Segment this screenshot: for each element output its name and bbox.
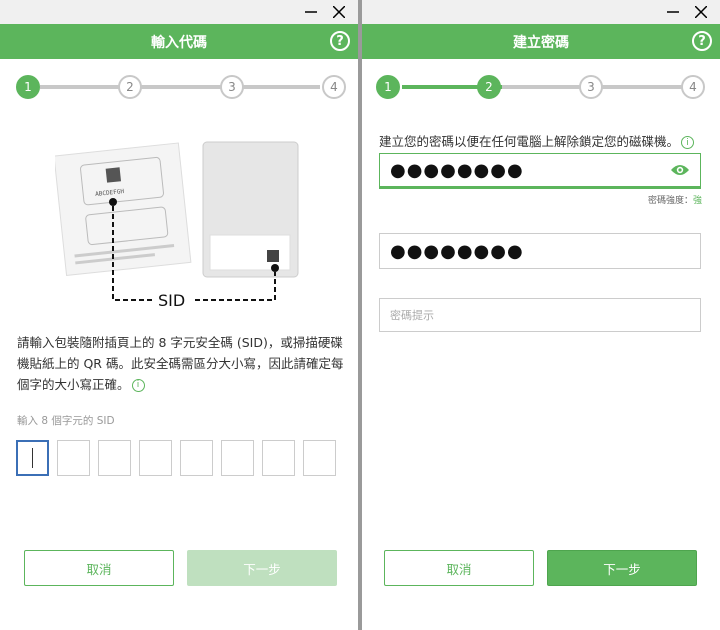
step-line xyxy=(40,85,320,89)
sid-illustration: ABCDEFGH SID xyxy=(55,141,299,310)
step-1: 1 xyxy=(16,75,40,99)
help-icon[interactable]: ? xyxy=(692,31,712,51)
step-4: 4 xyxy=(322,75,346,99)
minimize-icon xyxy=(305,11,317,13)
confirm-password-input[interactable]: ●●●●●●●● xyxy=(379,233,701,269)
title-bar xyxy=(0,0,358,24)
close-button[interactable] xyxy=(686,0,716,24)
next-button[interactable]: 下一步 xyxy=(187,550,337,586)
sid-char-input-4[interactable] xyxy=(139,440,172,476)
instructions: 請輸入包裝隨附插頁上的 8 字元安全碼 (SID)，或掃描硬碟機貼紙上的 QR … xyxy=(17,335,344,392)
step-3: 3 xyxy=(220,75,244,99)
header: 建立密碼 ? xyxy=(362,24,720,59)
svg-text:SID: SID xyxy=(158,291,185,310)
close-icon xyxy=(695,6,707,18)
close-icon xyxy=(333,6,345,18)
sid-input-group xyxy=(16,440,336,476)
sid-char-input-5[interactable] xyxy=(180,440,213,476)
sid-char-input-8[interactable] xyxy=(303,440,336,476)
sid-char-input-6[interactable] xyxy=(221,440,254,476)
step-3: 3 xyxy=(579,75,603,99)
step-4: 4 xyxy=(681,75,705,99)
header: 輸入代碼 ? xyxy=(0,24,358,59)
step-1: 1 xyxy=(376,75,400,99)
page-title: 建立密碼 xyxy=(513,34,569,51)
page-title: 輸入代碼 xyxy=(151,34,207,51)
cancel-button[interactable]: 取消 xyxy=(24,550,174,586)
create-password-window: 建立密碼 ? 1 2 3 4 建立您的密碼以便在任何電腦上解除鎖定您的磁碟機。i… xyxy=(362,0,720,630)
sid-char-input-1[interactable] xyxy=(16,440,49,476)
sid-char-input-2[interactable] xyxy=(57,440,90,476)
password-input[interactable]: ●●●●●●●● xyxy=(379,153,701,189)
minimize-button[interactable] xyxy=(658,0,688,24)
info-icon[interactable]: i xyxy=(131,379,145,392)
next-button[interactable]: 下一步 xyxy=(547,550,697,586)
cancel-button[interactable]: 取消 xyxy=(384,550,534,586)
step-line-done xyxy=(402,85,502,89)
minimize-icon xyxy=(667,11,679,13)
step-indicator: 1 2 3 4 xyxy=(0,59,358,111)
info-icon[interactable]: i xyxy=(681,136,695,149)
password-hint-input[interactable]: 密碼提示 xyxy=(379,298,701,332)
enter-code-window: 輸入代碼 ? 1 2 3 4 ABCDEFGH SID 請輸入包裝隨附插頁上的 … xyxy=(0,0,358,630)
sid-field-label: 輸入 8 個字元的 SID xyxy=(17,415,115,427)
minimize-button[interactable] xyxy=(296,0,326,24)
title-bar xyxy=(362,0,720,24)
svg-text:ABCDEFGH: ABCDEFGH xyxy=(95,188,125,198)
sid-char-input-3[interactable] xyxy=(98,440,131,476)
password-strength: 密碼強度：強 xyxy=(647,196,702,206)
instructions: 建立您的密碼以便在任何電腦上解除鎖定您的磁碟機。i xyxy=(379,131,695,150)
close-button[interactable] xyxy=(324,0,354,24)
sid-char-input-7[interactable] xyxy=(262,440,295,476)
show-password-icon[interactable] xyxy=(670,163,690,177)
step-2: 2 xyxy=(477,75,501,99)
help-icon[interactable]: ? xyxy=(330,31,350,51)
step-2: 2 xyxy=(118,75,142,99)
step-indicator: 1 2 3 4 xyxy=(362,59,720,111)
